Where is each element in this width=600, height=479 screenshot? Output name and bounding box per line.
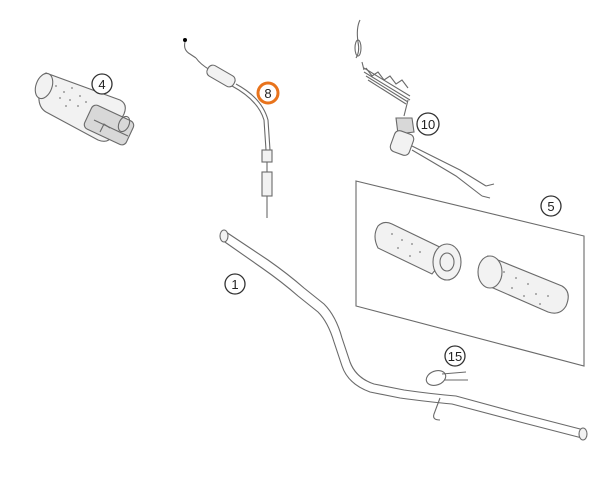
callout-circle (444, 345, 466, 367)
callout-label: 15 (448, 349, 462, 364)
part-throttle-grip[interactable] (32, 71, 135, 146)
callout-5[interactable]: 5 (540, 195, 562, 217)
part-kill-switch[interactable] (354, 19, 495, 199)
callout-label: 10 (421, 117, 435, 132)
part-throttle-cable[interactable] (183, 38, 273, 218)
part-grip-set[interactable] (355, 180, 585, 367)
callout-1[interactable]: 1 (224, 273, 246, 295)
callout-8[interactable]: 8 (256, 81, 280, 105)
callout-circle (540, 195, 562, 217)
callout-group: 1 4 5 8 10 15 (91, 73, 562, 367)
callout-circle (416, 112, 440, 136)
callout-circle (256, 81, 280, 105)
callout-label: 5 (547, 199, 554, 214)
callout-label: 8 (264, 86, 271, 101)
callout-circle (224, 273, 246, 295)
part-handlebar[interactable] (219, 229, 588, 441)
callout-circle (91, 73, 113, 95)
callout-label: 1 (231, 277, 238, 292)
part-cable-tie[interactable] (424, 368, 468, 388)
callout-15[interactable]: 15 (444, 345, 466, 367)
callout-4[interactable]: 4 (91, 73, 113, 95)
callout-10[interactable]: 10 (416, 112, 440, 136)
callout-label: 4 (98, 77, 105, 92)
